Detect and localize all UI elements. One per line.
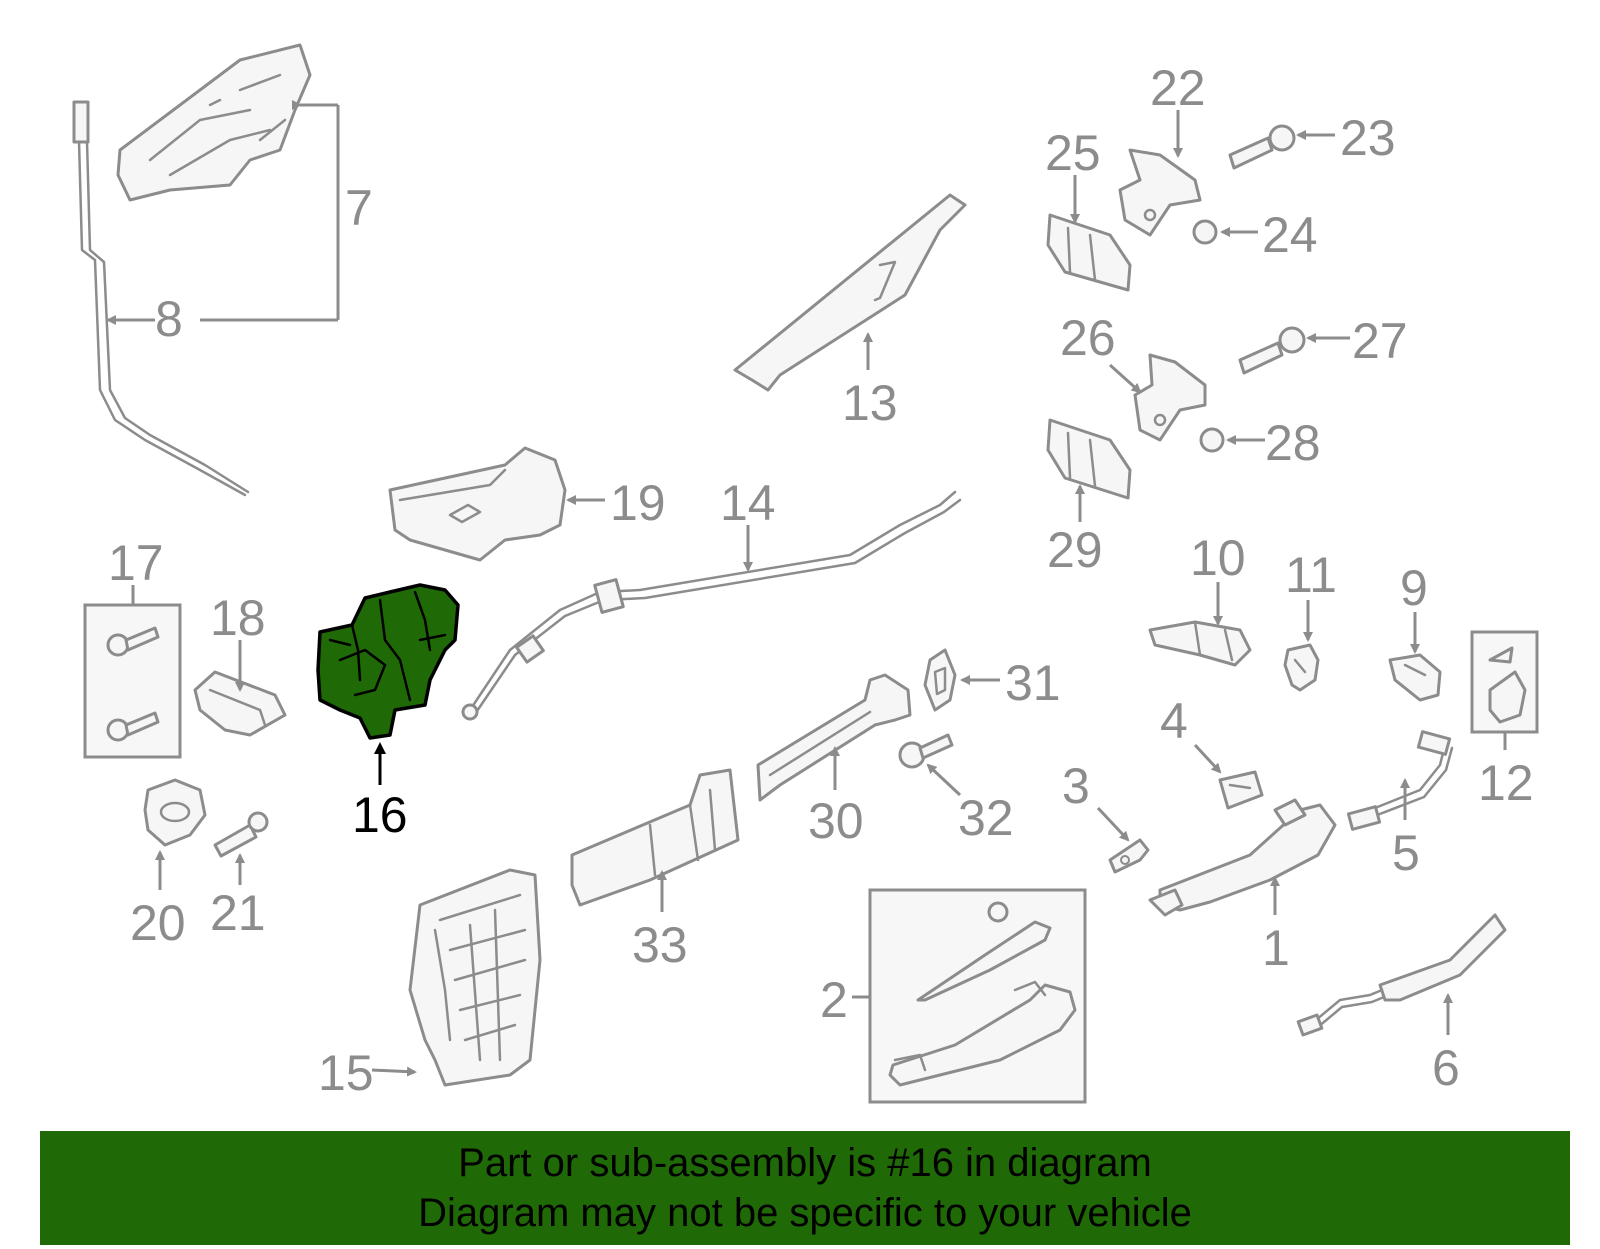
label-19: 19 bbox=[610, 475, 666, 531]
part-9-sensor[interactable] bbox=[1388, 653, 1442, 702]
label-20: 20 bbox=[130, 895, 186, 951]
label-9: 9 bbox=[1400, 560, 1428, 616]
label-32: 32 bbox=[958, 790, 1014, 846]
leader-32 bbox=[926, 763, 962, 797]
label-31: 31 bbox=[1005, 655, 1061, 711]
label-18: 18 bbox=[210, 590, 266, 646]
label-11: 11 bbox=[1285, 547, 1337, 603]
part-27-bolt[interactable] bbox=[1238, 326, 1306, 375]
bracket-7-8 bbox=[106, 100, 340, 325]
part-5-harness[interactable] bbox=[1346, 730, 1454, 831]
label-16: 16 bbox=[352, 787, 408, 843]
part-13-trim[interactable] bbox=[733, 193, 967, 392]
label-1: 1 bbox=[1262, 920, 1290, 976]
label-33: 33 bbox=[632, 917, 688, 973]
label-27: 27 bbox=[1352, 313, 1408, 369]
label-25: 25 bbox=[1045, 125, 1101, 181]
label-5: 5 bbox=[1392, 825, 1420, 881]
label-12: 12 bbox=[1478, 755, 1534, 811]
part-7-lock-housing[interactable] bbox=[116, 43, 312, 202]
part-20-striker[interactable] bbox=[143, 778, 207, 847]
label-26: 26 bbox=[1060, 310, 1116, 366]
part-33-door-check[interactable] bbox=[570, 768, 740, 907]
label-21: 21 bbox=[210, 885, 266, 941]
part-8-rod[interactable] bbox=[72, 100, 250, 497]
info-banner: Part or sub-assembly is #16 in diagram D… bbox=[40, 1131, 1570, 1245]
label-6: 6 bbox=[1432, 1040, 1460, 1096]
leader-15 bbox=[371, 1066, 417, 1077]
part-1-outer-handle[interactable] bbox=[1148, 798, 1337, 917]
part-12-cap-kit[interactable] bbox=[1470, 630, 1539, 734]
label-3: 3 bbox=[1062, 758, 1090, 814]
part-14-cable[interactable] bbox=[461, 490, 962, 721]
part-25-shim[interactable] bbox=[1046, 213, 1132, 292]
label-14: 14 bbox=[720, 475, 776, 531]
label-24: 24 bbox=[1262, 207, 1318, 263]
part-6-handle-insert[interactable] bbox=[1296, 913, 1507, 1037]
banner-line-2: Diagram may not be specific to your vehi… bbox=[418, 1191, 1192, 1235]
leader-4 bbox=[1193, 743, 1222, 774]
part-16-door-latch[interactable] bbox=[316, 583, 460, 740]
parts-diagram: 7 8 13 22 23 24 25 26 bbox=[72, 43, 1539, 1104]
label-22: 22 bbox=[1150, 60, 1206, 116]
part-23-bolt[interactable] bbox=[1228, 124, 1296, 170]
part-28-nut[interactable] bbox=[1199, 427, 1225, 453]
part-31-seal[interactable] bbox=[923, 648, 957, 712]
label-30: 30 bbox=[808, 793, 864, 849]
part-15-door-module[interactable] bbox=[408, 868, 542, 1087]
part-29-shim[interactable] bbox=[1046, 418, 1132, 500]
part-26-hinge[interactable] bbox=[1133, 353, 1207, 442]
part-11-cap[interactable] bbox=[1283, 643, 1320, 692]
label-29: 29 bbox=[1047, 522, 1103, 578]
label-10: 10 bbox=[1190, 530, 1246, 586]
leader-26 bbox=[1108, 363, 1142, 394]
label-28: 28 bbox=[1265, 415, 1321, 471]
part-24-nut[interactable] bbox=[1192, 219, 1218, 245]
part-2-handle-kit[interactable] bbox=[868, 888, 1087, 1104]
leader-3 bbox=[1096, 806, 1130, 842]
part-30-check-link[interactable] bbox=[756, 673, 912, 802]
label-4: 4 bbox=[1160, 693, 1188, 749]
label-7: 7 bbox=[345, 180, 373, 236]
part-3-seal[interactable] bbox=[1108, 838, 1150, 874]
label-2: 2 bbox=[820, 972, 848, 1028]
part-21-bolt[interactable] bbox=[213, 811, 269, 858]
part-22-hinge[interactable] bbox=[1118, 148, 1202, 237]
label-23: 23 bbox=[1340, 110, 1396, 166]
label-15: 15 bbox=[318, 1045, 374, 1101]
part-10-switch[interactable] bbox=[1148, 620, 1252, 667]
part-17-screw-kit[interactable] bbox=[83, 603, 182, 759]
part-19-cover[interactable] bbox=[388, 446, 567, 562]
label-8: 8 bbox=[155, 291, 183, 347]
banner-line-1: Part or sub-assembly is #16 in diagram bbox=[458, 1141, 1152, 1185]
part-32-bolt[interactable] bbox=[898, 733, 954, 769]
part-4-clip[interactable] bbox=[1218, 770, 1264, 810]
part-18-bumper[interactable] bbox=[193, 670, 287, 737]
label-13: 13 bbox=[842, 375, 898, 431]
label-17: 17 bbox=[108, 535, 164, 591]
